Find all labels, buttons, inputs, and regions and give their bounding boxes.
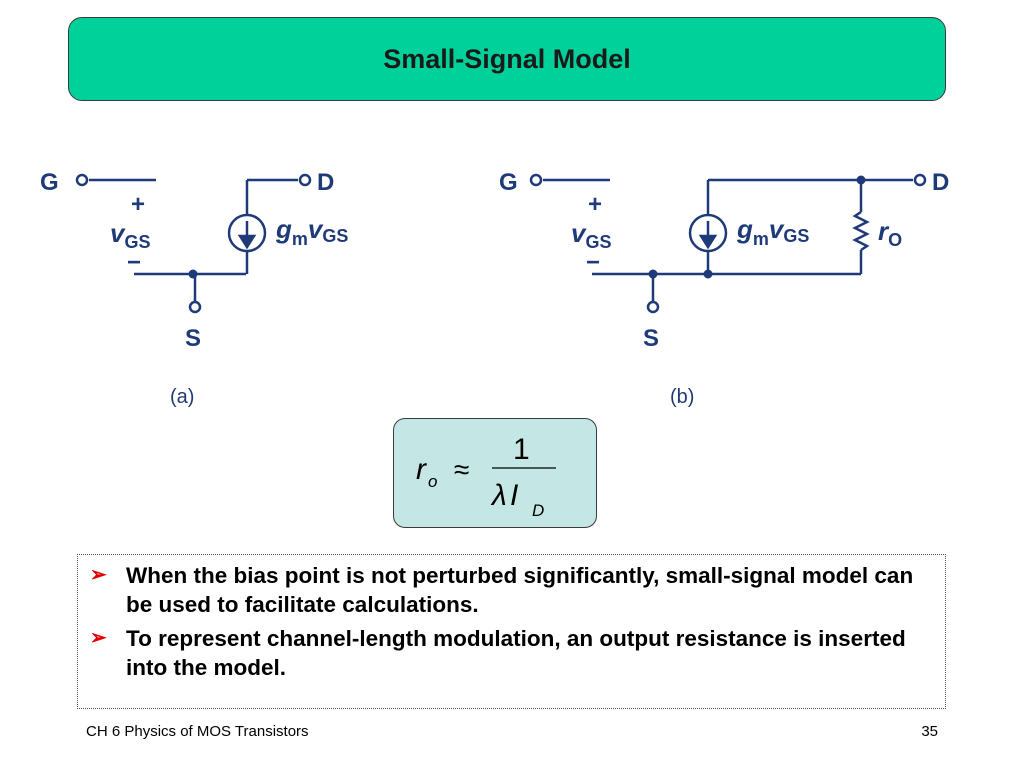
slide-title: Small-Signal Model [383,43,631,74]
formula-box: r o ≈ 1 λ I D [393,418,597,528]
vgs-minus-a: − [127,249,141,276]
ro-label-b: rO [878,216,902,250]
drain-label-a: D [317,169,334,196]
formula-approx: ≈ [454,454,469,485]
source-label-a: S [185,325,201,352]
drain-label-b: D [932,169,949,196]
gm-vgs-label-a: gmvGS [275,214,348,249]
formula-lhs: r [416,453,427,486]
vgs-label-a: vGS [110,218,150,252]
vgs-label-b: vGS [571,218,611,252]
vgs-plus-a: + [131,191,145,218]
circuit-a [75,173,312,314]
bullet-text: To represent channel-length modulation, … [126,626,906,680]
caption-b: (b) [670,386,694,408]
title-banner: Small-Signal Model [68,17,946,101]
gate-label-b: G [499,169,518,196]
circuit-a-labels: G D S + − vGS gmvGS [40,169,348,352]
arrow-bullet-icon: ➢ [90,627,107,649]
vgs-minus-b: − [586,249,600,276]
circuit-b [529,173,927,314]
formula-current: I [510,479,518,512]
footer-page-number: 35 [921,723,938,740]
formula-current-sub: D [532,501,544,520]
bullet-item: ➢ To represent channel-length modulation… [90,624,935,682]
bullet-item: ➢ When the bias point is not perturbed s… [90,561,935,619]
formula-numerator: 1 [513,433,530,466]
formula-lambda: λ [490,479,507,512]
circuit-b-labels: G D S + − vGS gmvGS rO [499,169,949,352]
circuit-diagrams: G D S + − vGS gmvGS (a) G D S + − vGS [40,169,949,408]
footer-chapter: CH 6 Physics of MOS Transistors [86,723,309,740]
ro-formula: r o ≈ 1 λ I D [416,433,556,520]
source-label-b: S [643,325,659,352]
bullet-text: When the bias point is not perturbed sig… [126,563,914,617]
arrow-bullet-icon: ➢ [90,564,107,586]
gate-label-a: G [40,169,59,196]
gm-vgs-label-b: gmvGS [736,214,809,249]
formula-lhs-sub: o [428,472,437,491]
bullet-list: ➢ When the bias point is not perturbed s… [77,554,946,709]
caption-a: (a) [170,386,194,408]
vgs-plus-b: + [588,191,602,218]
